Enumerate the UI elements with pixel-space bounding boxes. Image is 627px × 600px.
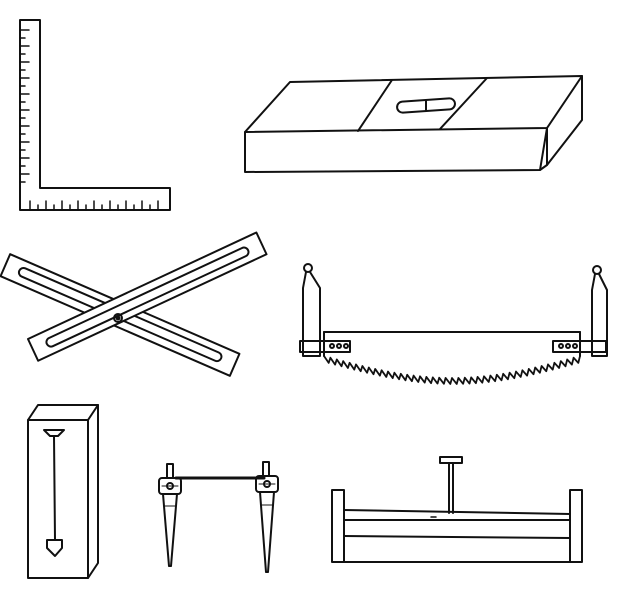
carpenter-square-icon [20,20,170,210]
chalk-line-icon [159,462,278,572]
plumb-bob-icon [28,405,98,578]
bevel-icon [1,232,267,375]
saw-icon [300,264,607,384]
frame-icon [332,457,582,562]
plane-icon [245,76,582,172]
